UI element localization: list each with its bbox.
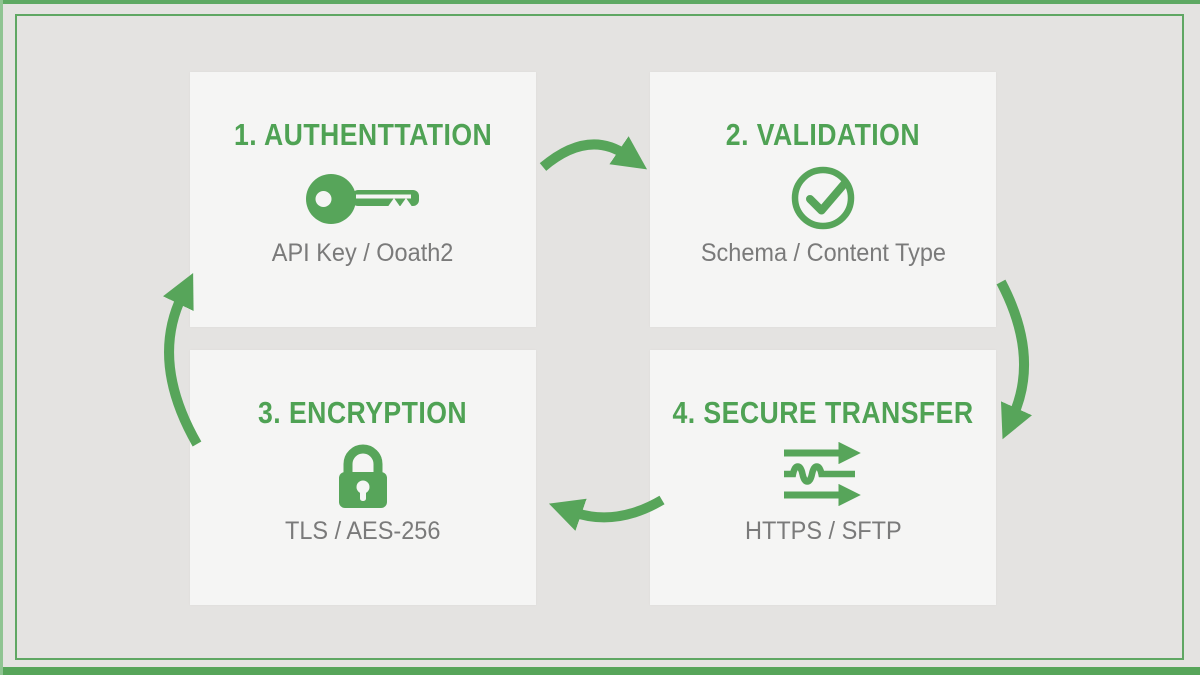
step-card-secure-transfer: 4. SECURE TRANSFER HTTPS / SFTP (650, 350, 996, 605)
step-subtitle: Schema / Content Type (700, 239, 946, 267)
step-subtitle: HTTPS / SFTP (744, 517, 902, 545)
step-title: 1. AUTHENTTATION (233, 117, 493, 152)
step-title: 3. ENCRYPTION (258, 395, 468, 430)
key-icon (303, 154, 423, 238)
step-card-validation: 2. VALIDATION Schema / Content Type (650, 72, 996, 327)
inner-frame-border (15, 14, 1184, 660)
outer-frame-bottom (0, 667, 1200, 675)
step-subtitle: API Key / Ooath2 (272, 239, 454, 267)
outer-frame-left (0, 0, 3, 675)
transfer-arrows-icon (779, 432, 867, 516)
step-title: 4. SECURE TRANSFER (672, 395, 974, 430)
step-card-authentication: 1. AUTHENTTATION API Key / Ooath2 (190, 72, 536, 327)
step-card-encryption: 3. ENCRYPTION TLS / AES-256 (190, 350, 536, 605)
step-title: 2. VALIDATION (725, 117, 921, 152)
padlock-icon (330, 432, 396, 516)
step-subtitle: TLS / AES-256 (285, 517, 441, 545)
outer-frame-top (0, 0, 1200, 4)
check-circle-icon (787, 154, 859, 238)
